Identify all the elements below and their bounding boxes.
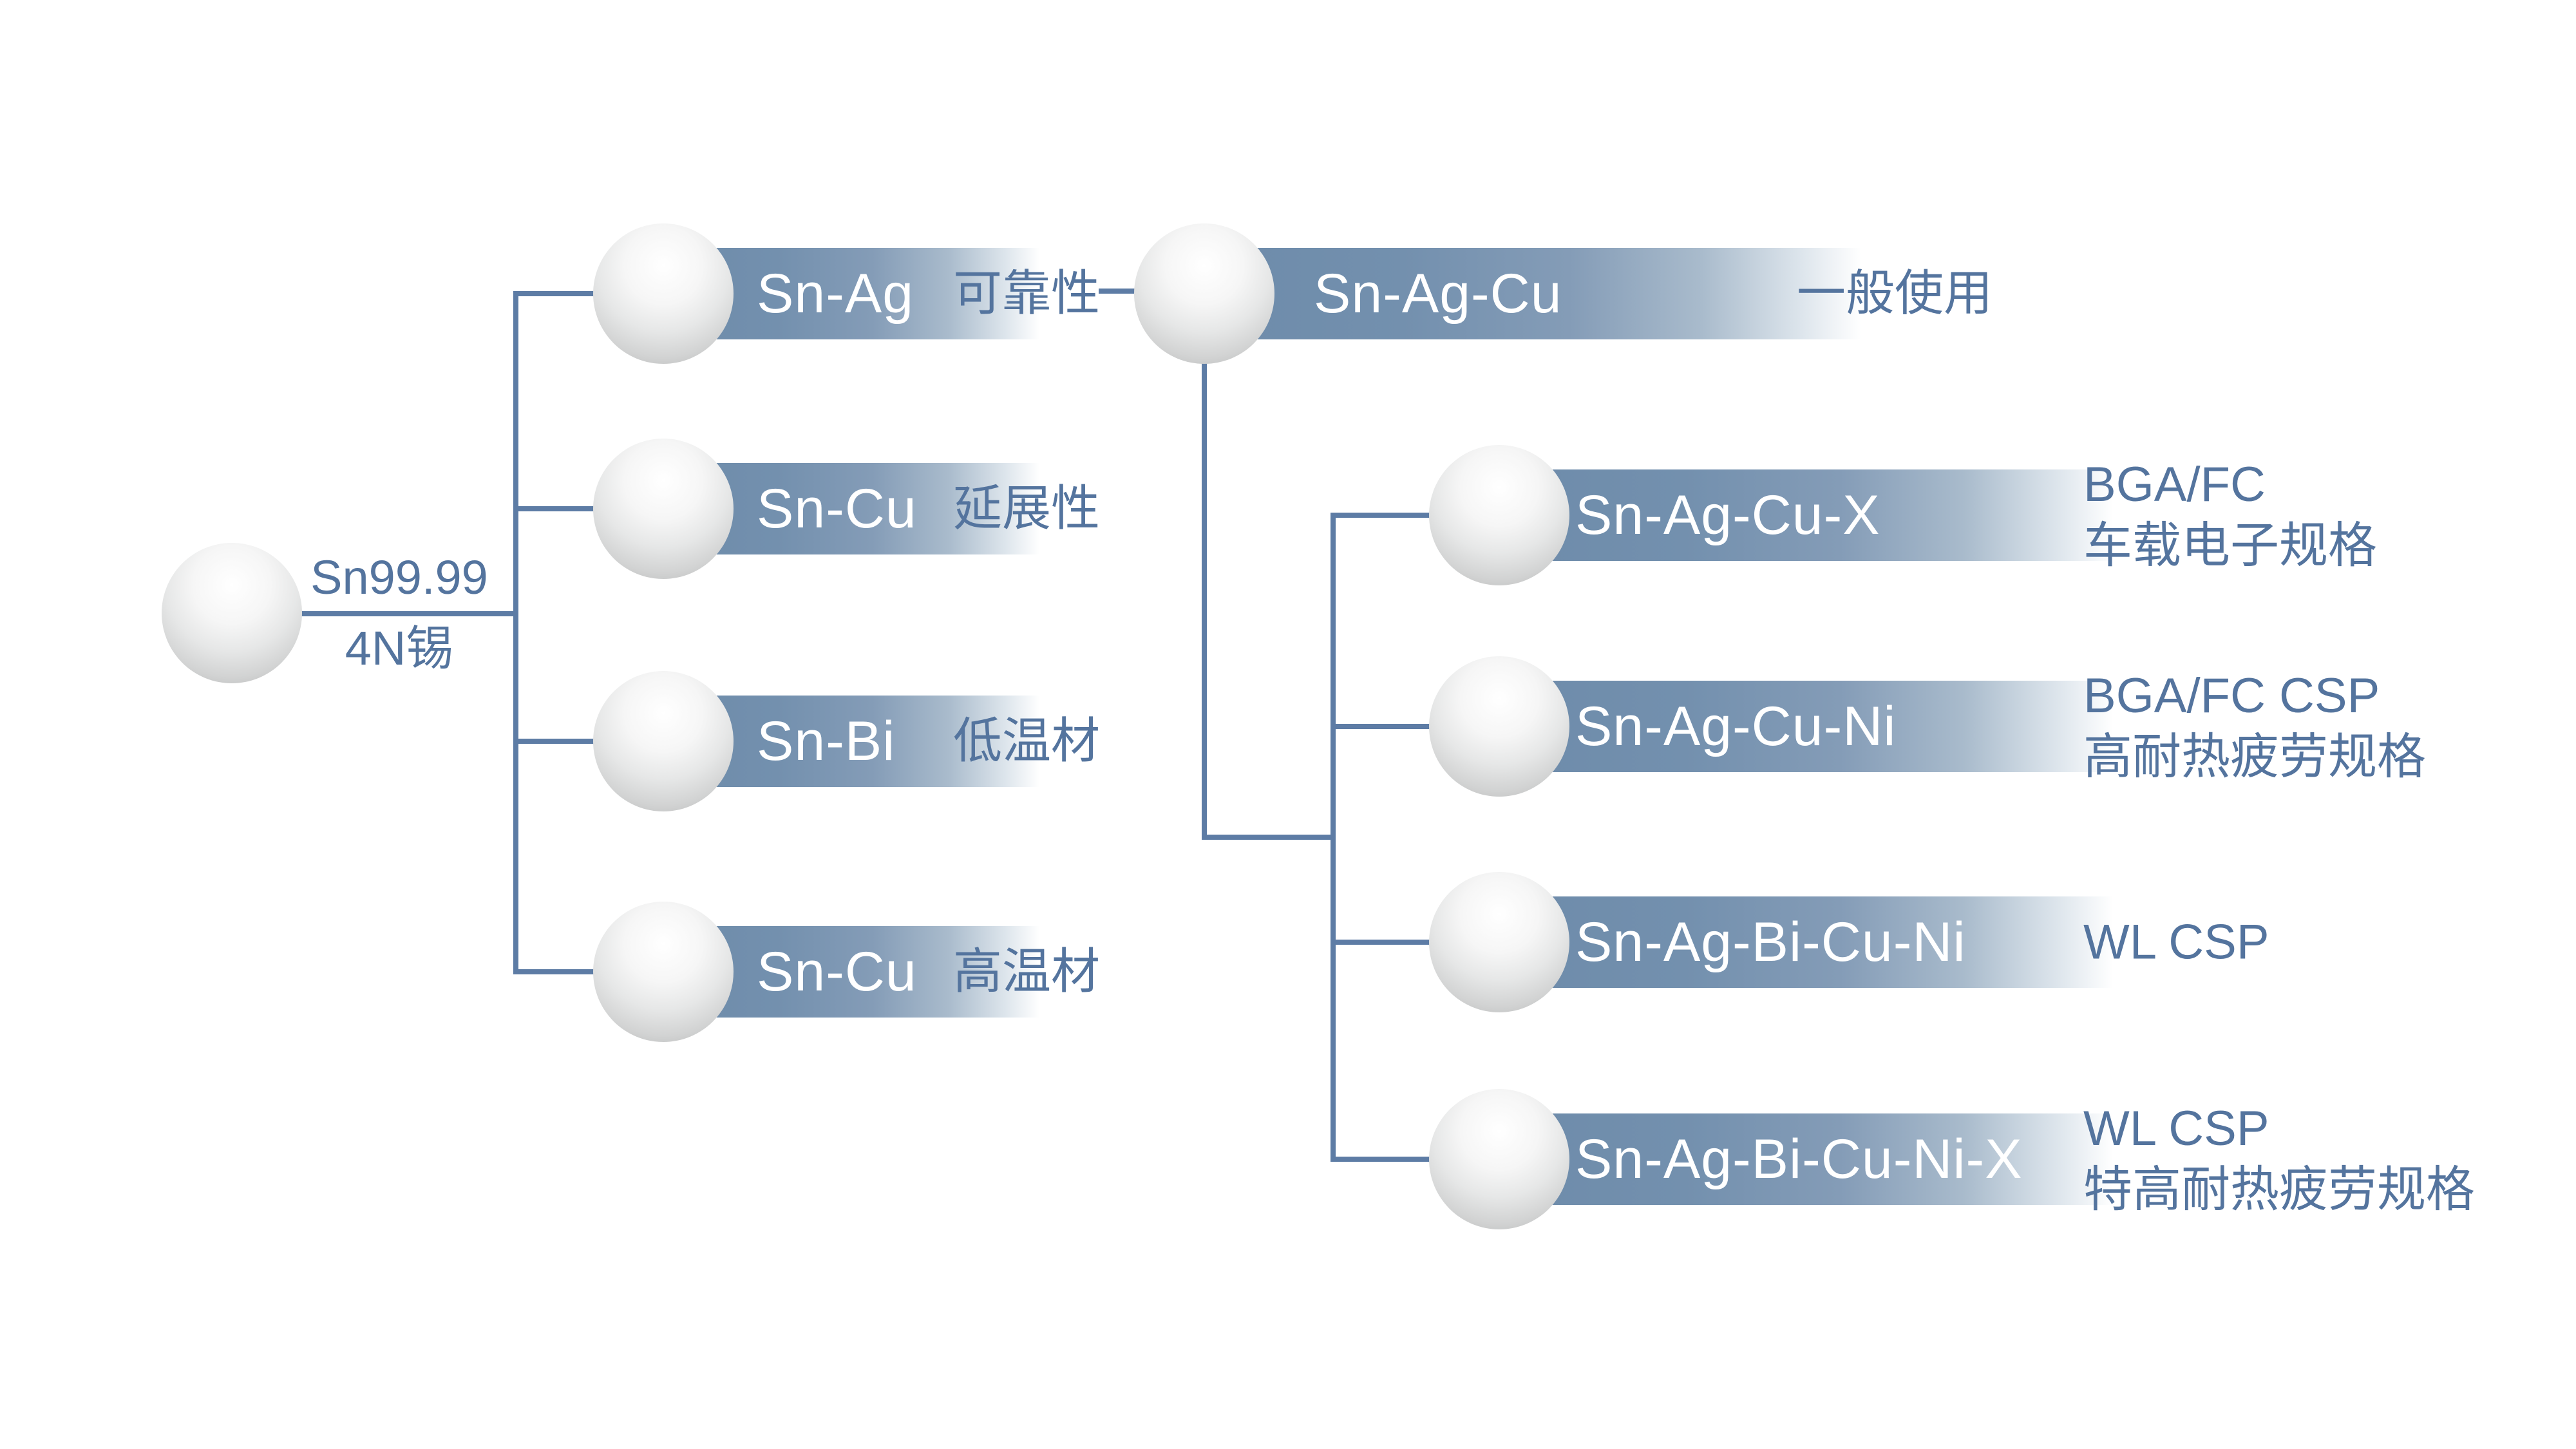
label-bga-fc-csp-line1: BGA/FC CSP — [2083, 668, 2380, 723]
label-bga-fc-csp-line2: 高耐热疲劳规格 — [2083, 730, 2426, 784]
root-label-line2: 4N锡 — [345, 621, 454, 675]
label-high-temp: 高温材 — [953, 944, 1100, 999]
connector-row3-h — [513, 739, 609, 744]
connector-sub2-h — [1331, 724, 1436, 729]
root-label-line1: Sn99.99 — [310, 551, 488, 604]
label-bga-fc-csp: BGA/FC CSP 高耐热疲劳规格 — [2083, 665, 2426, 788]
bar-sn-ag-bi-cu-ni: Sn-Ag-Bi-Cu-Ni — [1499, 896, 2119, 988]
node-label-sn-ag: Sn-Ag — [757, 262, 914, 325]
label-reliability: 可靠性 — [953, 266, 1100, 321]
connector-sub3-h — [1331, 940, 1436, 945]
label-bga-fc-line2: 车载电子规格 — [2083, 518, 2377, 573]
sphere-sn-cu-ductility — [593, 439, 734, 579]
label-bga-fc-line1: BGA/FC — [2083, 457, 2266, 512]
label-wl-csp-special: WL CSP 特高耐热疲劳规格 — [2083, 1098, 2475, 1220]
sphere-sn-ag-cu-ni — [1429, 656, 1569, 797]
connector-junction-h — [1202, 835, 1336, 840]
connector-row2-h — [513, 506, 609, 511]
sphere-sn-cu-high-temp — [593, 902, 734, 1042]
label-bga-fc: BGA/FC 车载电子规格 — [2083, 454, 2377, 576]
connector-row1-h — [513, 291, 609, 296]
label-low-temp: 低温材 — [953, 714, 1100, 769]
node-label-sn-cu-ductility: Sn-Cu — [757, 477, 917, 540]
connector-row4-h — [513, 969, 609, 974]
sphere-root — [162, 543, 302, 683]
connector-trunk-left — [513, 291, 518, 974]
sphere-sn-bi — [593, 671, 734, 811]
bar-sn-ag-cu-x: Sn-Ag-Cu-X — [1499, 469, 2119, 561]
node-label-sn-ag-bi-cu-ni-x: Sn-Ag-Bi-Cu-Ni-X — [1575, 1128, 2023, 1190]
connector-drop-snagcu — [1202, 322, 1207, 840]
sphere-sn-ag-bi-cu-ni-x — [1429, 1089, 1569, 1229]
bar-sn-ag-cu-ni: Sn-Ag-Cu-Ni — [1499, 681, 2119, 772]
connector-trunk-right — [1331, 513, 1336, 1162]
connector-dash-to-snagcu — [1099, 289, 1135, 294]
node-label-sn-ag-cu: Sn-Ag-Cu — [1314, 262, 1562, 325]
node-label-sn-ag-cu-x: Sn-Ag-Cu-X — [1575, 484, 1880, 546]
label-ductility: 延展性 — [953, 481, 1100, 536]
label-wl-csp-special-line1: WL CSP — [2083, 1101, 2269, 1156]
bar-sn-ag-cu: Sn-Ag-Cu — [1204, 248, 1868, 339]
node-label-sn-bi: Sn-Bi — [757, 710, 896, 772]
sphere-sn-ag — [593, 223, 734, 364]
label-wl-csp: WL CSP — [2083, 914, 2269, 970]
connector-root-h — [258, 611, 518, 616]
label-wl-csp-special-line2: 特高耐热疲劳规格 — [2083, 1162, 2475, 1217]
sphere-sn-ag-bi-cu-ni — [1429, 872, 1569, 1012]
node-label-sn-ag-cu-ni: Sn-Ag-Cu-Ni — [1575, 695, 1897, 757]
bar-sn-ag-bi-cu-ni-x: Sn-Ag-Bi-Cu-Ni-X — [1499, 1113, 2119, 1205]
node-label-sn-cu-high-temp: Sn-Cu — [757, 940, 917, 1003]
node-label-sn-ag-bi-cu-ni: Sn-Ag-Bi-Cu-Ni — [1575, 911, 1966, 973]
label-general-use: 一般使用 — [1797, 266, 1993, 321]
sphere-sn-ag-cu — [1134, 223, 1274, 364]
sphere-sn-ag-cu-x — [1429, 445, 1569, 585]
root-label: Sn99.99 4N锡 — [277, 552, 522, 674]
connector-sub1-h — [1331, 513, 1436, 518]
connector-sub4-h — [1331, 1157, 1436, 1162]
